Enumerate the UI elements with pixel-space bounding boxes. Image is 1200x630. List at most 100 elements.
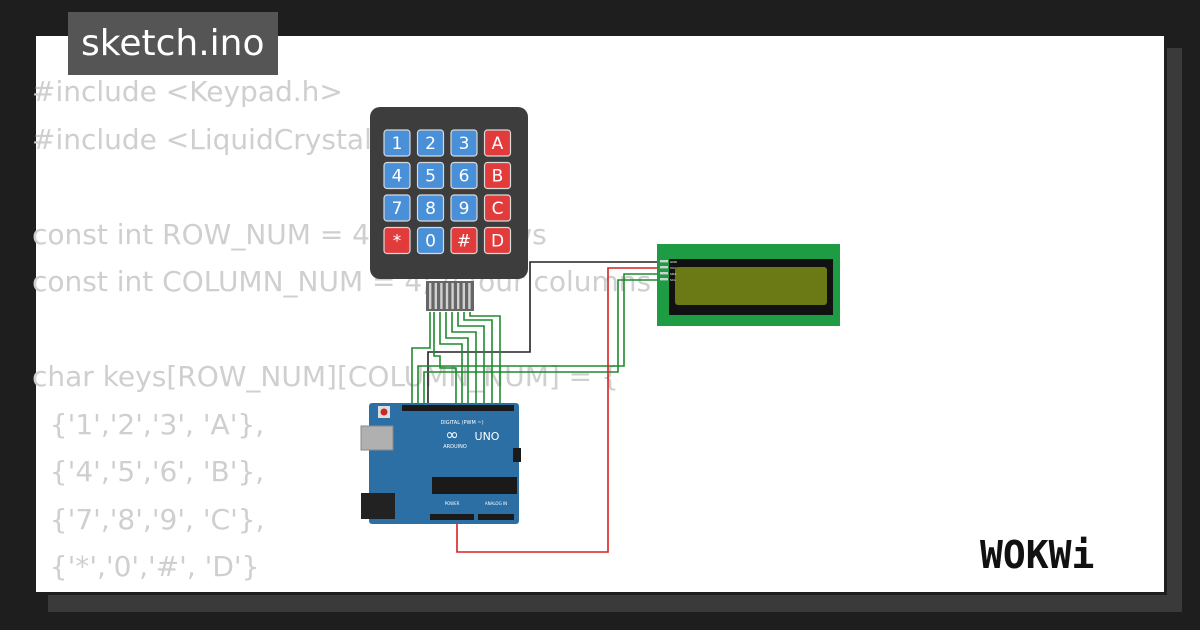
- usb-connector: [360, 425, 394, 451]
- keypad-key-label: B: [492, 167, 504, 187]
- keypad-key-face: [383, 226, 411, 255]
- keypad-key[interactable]: 2: [416, 129, 445, 157]
- keypad-key-face: [483, 226, 512, 255]
- wire-vcc: [456, 267, 664, 553]
- keypad-key-face: [416, 226, 445, 255]
- wire-keypad-1: [411, 312, 431, 404]
- preview-card: [33, 33, 1167, 595]
- keypad-key-face: [483, 194, 512, 222]
- keypad-key[interactable]: 7: [383, 194, 411, 222]
- file-tab-title: sketch.ino: [81, 23, 265, 64]
- lcd-pin-label: GND: [670, 260, 678, 264]
- keypad-pin: [445, 283, 449, 309]
- keypad-key[interactable]: 1: [383, 129, 411, 157]
- wire-keypad-6: [457, 312, 485, 404]
- keypad-key[interactable]: *: [383, 226, 411, 255]
- keypad-key-label: 0: [425, 232, 436, 252]
- wires: [411, 261, 664, 553]
- keypad-key[interactable]: 8: [416, 194, 445, 222]
- keypad-pin: [462, 283, 465, 309]
- keypad-key-label: 5: [425, 167, 436, 187]
- header-digital-label: DIGITAL (PWM ~): [440, 420, 483, 426]
- keypad-key[interactable]: #: [450, 226, 478, 255]
- wokwi-logo-text: WOKWi: [980, 533, 1094, 577]
- keypad-key-face: [383, 161, 411, 190]
- lcd-pin: [660, 272, 668, 275]
- lcd-screen: [675, 267, 827, 305]
- keypad-key-label: #: [457, 232, 471, 252]
- wire-keypad-8: [469, 312, 501, 404]
- wire-keypad-5: [451, 312, 477, 404]
- keypad-key-face: [383, 194, 411, 222]
- wire-keypad-7: [463, 312, 493, 404]
- wire-keypad-2: [433, 312, 457, 404]
- keypad-key[interactable]: 5: [416, 161, 445, 190]
- icsp-header: [513, 448, 521, 462]
- lcd-pin-label: SDA: [670, 272, 677, 276]
- file-tab[interactable]: sketch.ino: [68, 12, 279, 75]
- keypad-key-face: [416, 161, 445, 190]
- keypad-pin: [440, 283, 443, 309]
- power-header: [430, 514, 474, 520]
- keypad-key-face: [450, 226, 478, 255]
- keypad-key-label: D: [491, 232, 504, 252]
- wire-sda: [417, 273, 664, 404]
- keypad-pin: [434, 283, 437, 309]
- keypad-key-label: 1: [392, 134, 403, 154]
- lcd-pin: [660, 260, 668, 263]
- keypad-connector: [426, 281, 474, 311]
- keypad-key-label: 7: [392, 199, 403, 219]
- keypad-key[interactable]: 0: [416, 226, 445, 255]
- keypad-pin: [451, 283, 454, 309]
- keypad-key-label: 3: [459, 134, 470, 154]
- digital-header: [402, 405, 514, 411]
- code-line: {'*','0','#', 'D'}: [32, 550, 260, 583]
- keypad-key-label: 8: [425, 199, 436, 219]
- code-line: {'1','2','3', 'A'},: [32, 407, 265, 441]
- keypad-key-label: A: [492, 134, 504, 154]
- wire-gnd: [427, 261, 664, 404]
- arduino-infinity-icon: ∞: [445, 425, 458, 444]
- board-model: UNO: [475, 430, 500, 443]
- keypad-key-face: [383, 129, 411, 157]
- wire-keypad-3: [439, 312, 463, 404]
- wire-keypad-4: [445, 312, 469, 404]
- keypad-key-label: *: [393, 232, 402, 252]
- keypad-pin: [429, 283, 432, 309]
- keypad-key-face: [483, 129, 512, 157]
- keypad-key[interactable]: C: [483, 194, 512, 222]
- keypad-key-label: 6: [459, 167, 470, 187]
- lcd-pin: [660, 278, 668, 281]
- atmega-chip: [432, 477, 517, 494]
- keypad-key[interactable]: 6: [450, 161, 478, 190]
- keypad-key-face: [483, 161, 512, 190]
- keypad-pin: [457, 283, 460, 309]
- keypad-key-label: 2: [425, 134, 436, 154]
- keypad-key[interactable]: B: [483, 161, 512, 190]
- keypad-key-face: [416, 194, 445, 222]
- keypad-key[interactable]: 3: [450, 129, 478, 157]
- keypad-key[interactable]: D: [483, 226, 512, 255]
- header-analog-label: ANALOG IN: [485, 501, 507, 506]
- wire-scl: [423, 279, 664, 404]
- keypad-key[interactable]: 4: [383, 161, 411, 190]
- keypad-key[interactable]: 9: [450, 194, 478, 222]
- code-line: {'7','8','9', 'C'},: [32, 502, 265, 536]
- keypad-key[interactable]: A: [483, 129, 512, 157]
- lcd-pin-label: VCC: [670, 266, 676, 270]
- code-line: char keys[ROW_NUM][COLUMN_NUM] = {: [32, 360, 619, 393]
- lcd-pin: [660, 266, 668, 269]
- keypad-key-face: [450, 161, 478, 190]
- power-jack: [361, 493, 395, 519]
- keypad-key-label: 9: [459, 199, 470, 219]
- analog-header: [478, 514, 514, 520]
- arduino-uno: DIGITAL (PWM ~) ∞ UNO ARDUINO POWER ANAL…: [360, 403, 521, 524]
- board-brand: ARDUINO: [443, 444, 467, 450]
- keypad-pin: [468, 283, 471, 309]
- keypad-key-face: [416, 129, 445, 157]
- keypad-key-label: 4: [392, 167, 403, 187]
- keypad-key-face: [450, 194, 478, 222]
- code-line: {'4','5','6', 'B'},: [32, 455, 265, 488]
